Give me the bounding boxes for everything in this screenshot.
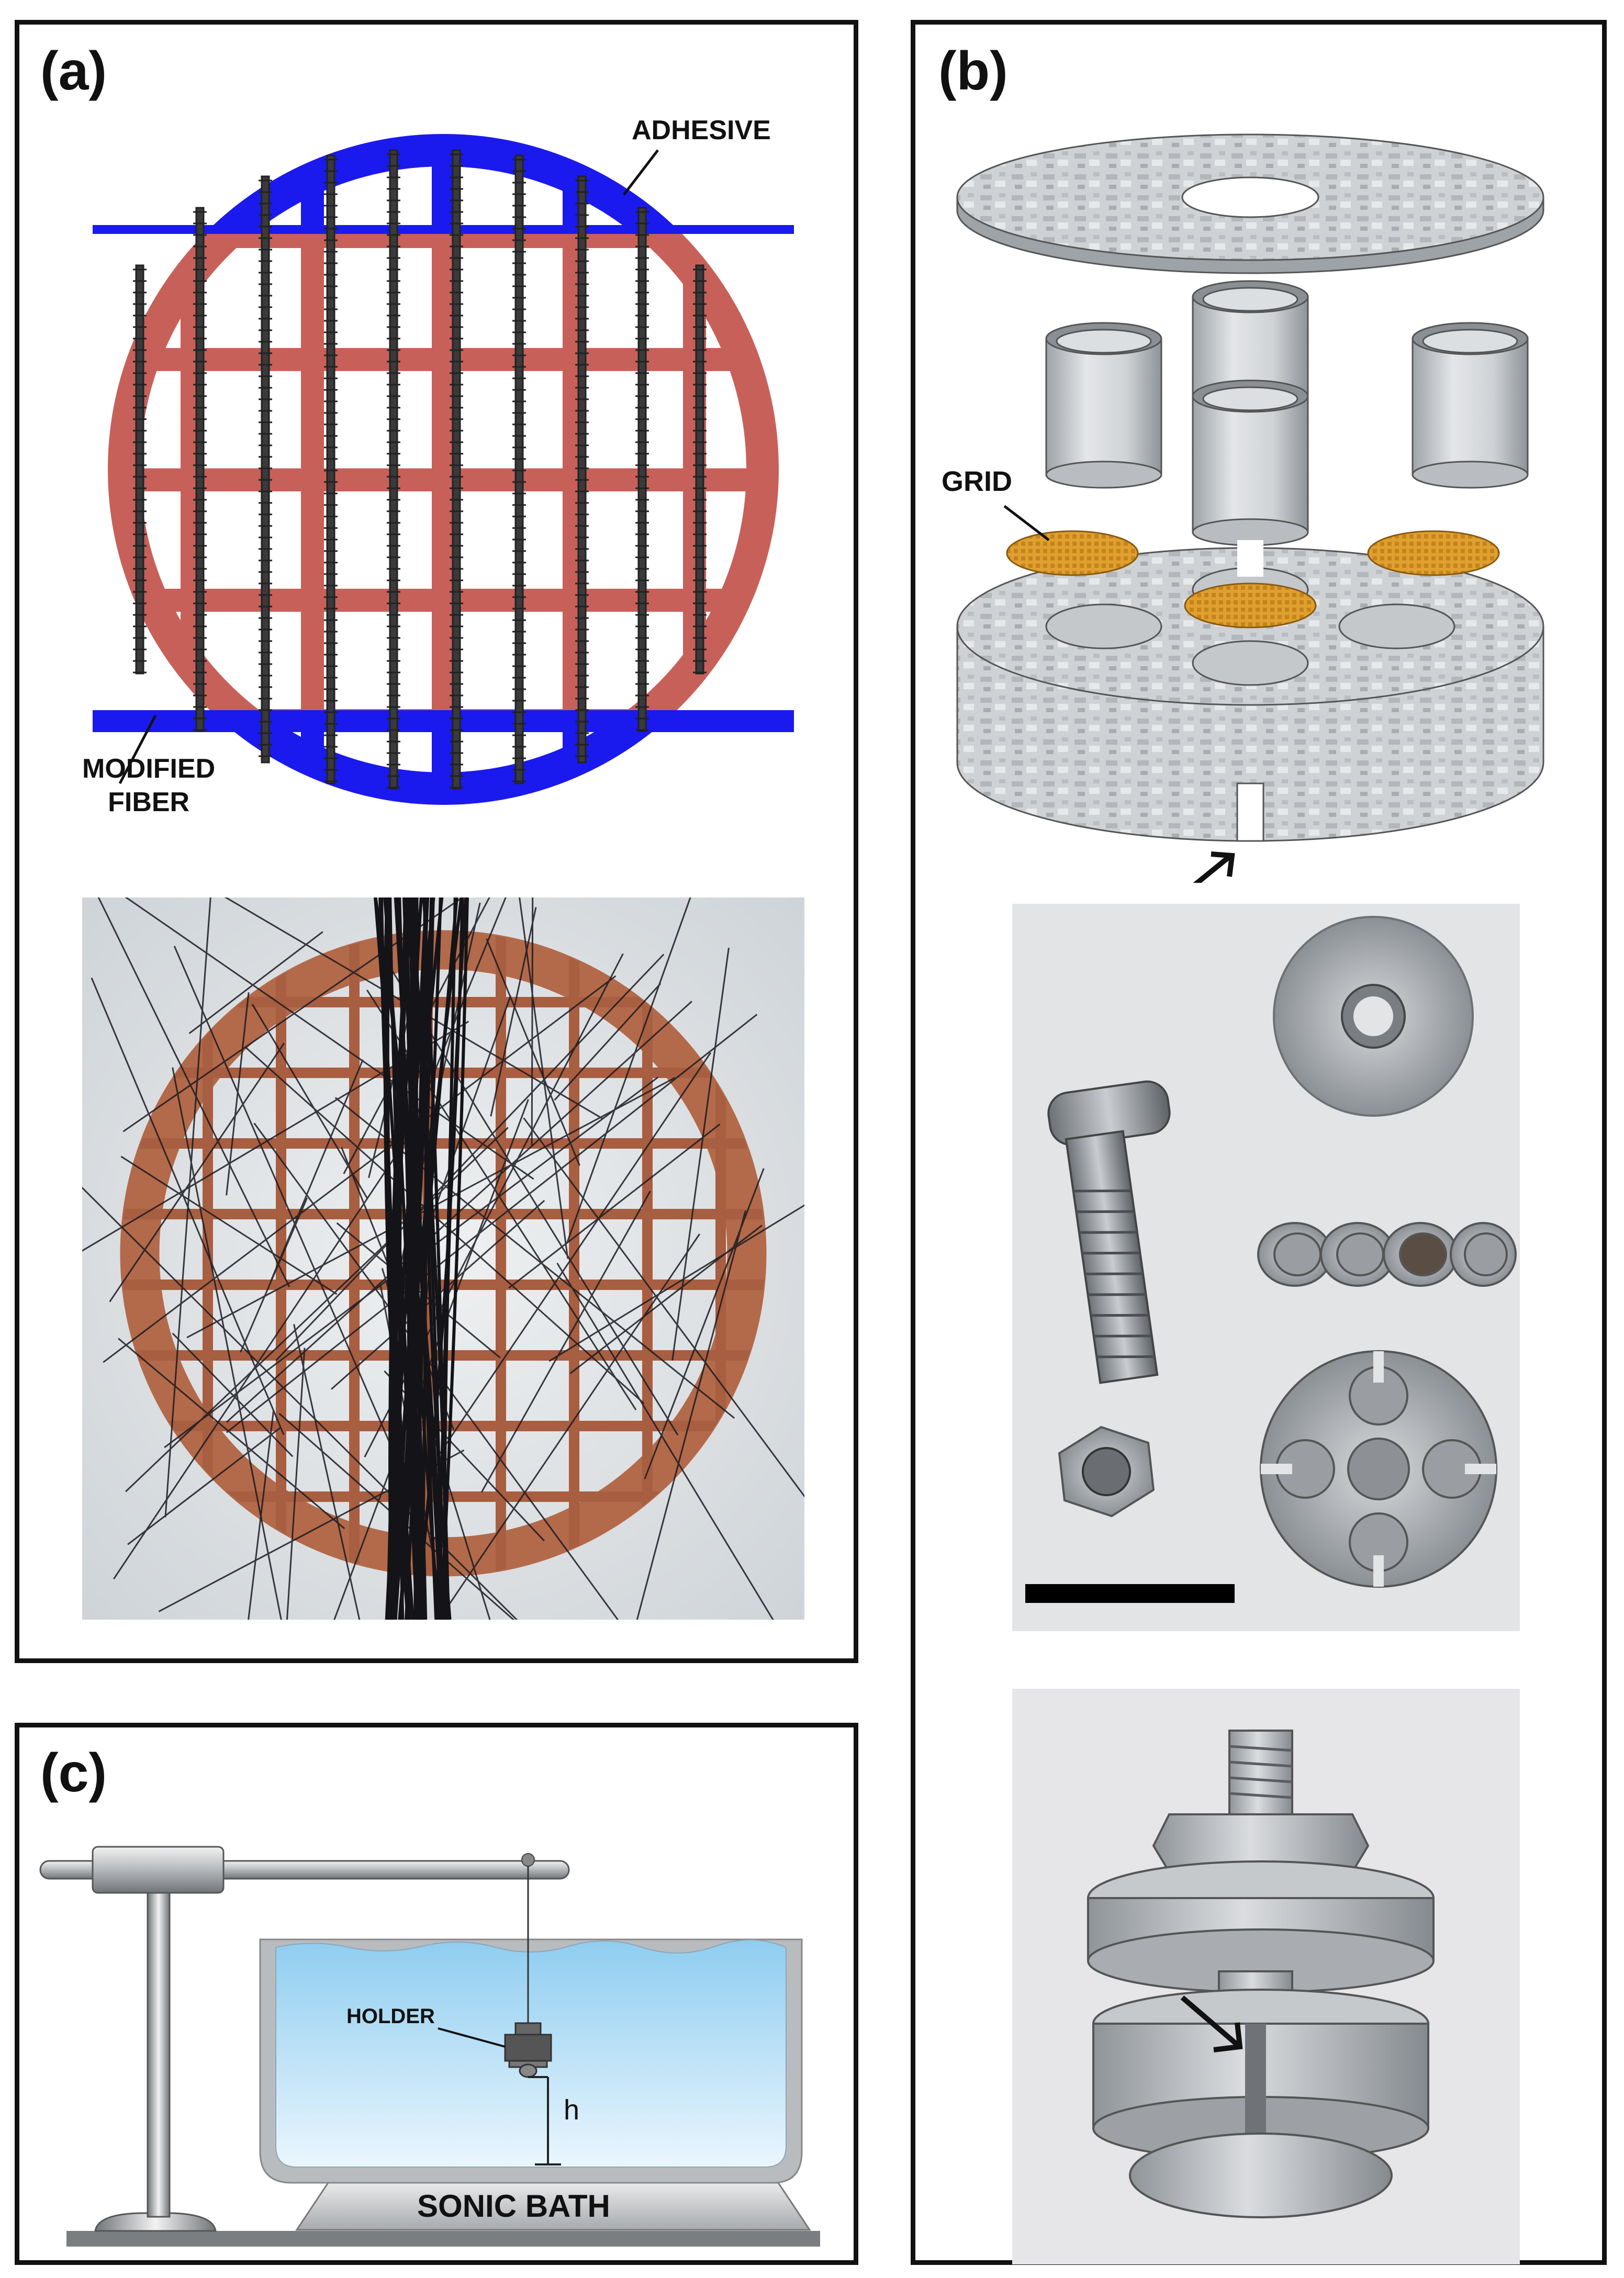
sonic-bath-label: SONIC BATH bbox=[417, 2189, 610, 2224]
screw-part bbox=[1047, 1080, 1171, 1384]
panel-c-label: (c) bbox=[40, 1743, 107, 1803]
nut-part bbox=[1058, 1426, 1155, 1518]
stand-foot bbox=[94, 2212, 217, 2232]
adhesive-leader bbox=[623, 149, 659, 196]
scale-bar bbox=[1025, 1584, 1235, 1603]
panel-b: (b) bbox=[911, 20, 1607, 2265]
slot-arrow bbox=[1193, 851, 1235, 883]
fiber bbox=[450, 149, 463, 790]
modified-fibers bbox=[133, 149, 707, 790]
holder-exploded-diagram bbox=[956, 133, 1544, 883]
fiber-leader bbox=[118, 714, 157, 784]
adhesive-callout: ADHESIVE bbox=[632, 115, 771, 145]
holder bbox=[504, 2022, 552, 2078]
parts-photo-drawing bbox=[1025, 916, 1517, 1603]
grids bbox=[1006, 530, 1500, 629]
panel-c: (c) bbox=[15, 1723, 858, 2265]
bench-surface bbox=[66, 2231, 820, 2247]
spacer-tubes bbox=[1045, 280, 1529, 546]
holder-callout: HOLDER bbox=[346, 2005, 435, 2028]
sonication-setup-diagram bbox=[39, 1846, 820, 2247]
small-tubes-part bbox=[1257, 1222, 1517, 1287]
grid-callout: GRID bbox=[942, 466, 1012, 497]
assembled-screw-head bbox=[1129, 2133, 1393, 2218]
panel-a: (a) bbox=[15, 20, 858, 1663]
fiber bbox=[387, 149, 400, 790]
assembled-photo bbox=[1012, 1689, 1520, 2264]
fiber bbox=[133, 264, 147, 675]
holder-leader bbox=[438, 2027, 506, 2048]
grid-leader bbox=[1003, 505, 1050, 541]
fiber bbox=[575, 175, 589, 764]
copper-grid-photo-drawing bbox=[82, 897, 804, 1620]
height-label: h bbox=[564, 2094, 580, 2126]
sonic-bath bbox=[259, 1938, 811, 2231]
fiber-grid-schematic bbox=[93, 134, 794, 805]
modified-fiber-callout: MODIFIED FIBER bbox=[82, 752, 215, 819]
copper-grid-photo bbox=[82, 897, 804, 1620]
fiber bbox=[193, 207, 207, 732]
stand-clamp bbox=[92, 1846, 225, 1894]
stand-rod bbox=[147, 1878, 171, 2218]
fiber bbox=[635, 207, 649, 732]
panel-a-label: (a) bbox=[40, 41, 107, 102]
modified-fiber-callout-line1: MODIFIED bbox=[82, 754, 216, 784]
assembled-photo-drawing bbox=[1087, 1730, 1435, 2218]
slot-arrow-photo bbox=[1180, 1995, 1243, 2052]
fiber bbox=[259, 175, 272, 764]
fiber bbox=[693, 264, 707, 675]
base-part bbox=[1260, 1350, 1497, 1588]
parts-photo bbox=[1012, 904, 1520, 1631]
modified-fiber-callout-line2: FIBER bbox=[108, 787, 190, 817]
fiber bbox=[512, 154, 526, 784]
height-dimension bbox=[528, 2076, 561, 2165]
fiber bbox=[324, 154, 338, 784]
panel-b-label: (b) bbox=[938, 41, 1008, 102]
top-washer bbox=[956, 133, 1544, 274]
